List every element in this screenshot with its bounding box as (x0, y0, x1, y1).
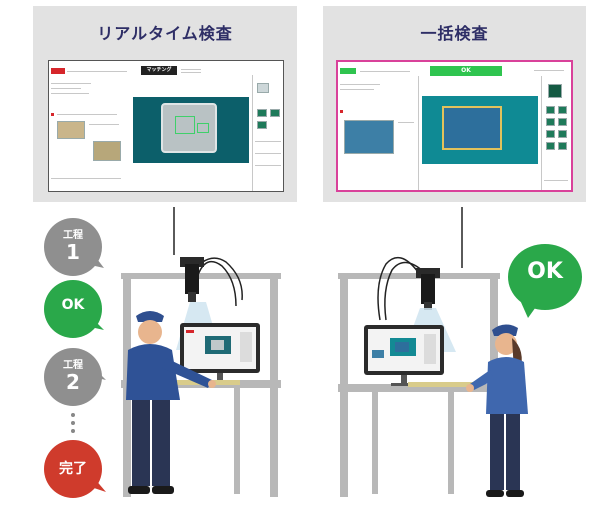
status-line (181, 69, 201, 70)
warning-dot (340, 110, 343, 113)
thumbnail[interactable] (546, 130, 555, 138)
reference-image (57, 121, 85, 139)
realtime-inspection-screen: マッチング (48, 60, 284, 192)
batch-inspection-screen: OK (336, 60, 573, 192)
left-work-tray (140, 380, 240, 385)
thumbnail[interactable] (558, 106, 567, 114)
left-monitor (180, 323, 260, 384)
list-line (255, 165, 281, 166)
ok-bubble: OK (44, 280, 102, 338)
right-monitor (364, 325, 444, 386)
ok-result-bar: OK (430, 66, 502, 76)
step-number: 2 (66, 370, 80, 394)
info-line (51, 83, 91, 84)
left-worker (126, 311, 216, 494)
reference-image (93, 141, 121, 161)
thumbnail[interactable] (546, 106, 555, 114)
message-line (57, 114, 117, 115)
right-camera-icon (416, 268, 440, 310)
inspected-pcb (442, 106, 502, 150)
thumbnail[interactable] (546, 118, 555, 126)
ellipsis-dot (71, 413, 75, 417)
list-line (255, 141, 281, 142)
match-marker (197, 123, 209, 133)
left-camera-icon (180, 257, 204, 302)
footer-line (51, 178, 121, 179)
match-marker (175, 116, 195, 134)
step-2-bubble: 工程 2 (44, 348, 102, 406)
thumbnail[interactable] (558, 130, 567, 138)
right-camera-cables (377, 207, 463, 321)
left-camera-cables (173, 207, 243, 307)
divider (418, 76, 419, 190)
done-label: 完了 (59, 461, 87, 477)
info-line (51, 88, 81, 89)
side-divider (541, 76, 542, 190)
right-worker (466, 324, 528, 497)
header-line (360, 71, 410, 72)
panel-title-batch: 一括検査 (420, 24, 489, 43)
header-line (67, 71, 127, 72)
thumbnail[interactable] (257, 109, 267, 117)
side-divider (252, 75, 253, 191)
ellipsis-dot (71, 421, 75, 425)
thumbnail[interactable] (270, 109, 280, 117)
logo-tag (51, 68, 65, 74)
list-line (255, 153, 281, 154)
thumbnail[interactable] (546, 142, 555, 150)
thumbnail[interactable] (558, 118, 567, 126)
step-1-bubble: 工程 1 (44, 218, 102, 276)
matching-button[interactable]: マッチング (141, 66, 177, 75)
list-line (544, 180, 568, 181)
caption-line (398, 122, 414, 123)
status-line (534, 70, 564, 71)
mode-tag (340, 68, 356, 74)
ellipsis-dot (71, 429, 75, 433)
caption-line (89, 124, 119, 125)
step-label: 工程 (63, 230, 83, 241)
right-work-tray (408, 382, 476, 387)
step-number: 1 (66, 240, 80, 264)
done-bubble: 完了 (44, 440, 102, 498)
thumbnail[interactable] (548, 84, 562, 98)
info-line (340, 84, 380, 85)
ok-label: OK (61, 297, 85, 313)
warning-dot (51, 113, 54, 116)
reference-pcb-image (344, 120, 394, 154)
inspected-board (161, 103, 217, 153)
panel-title-realtime: リアルタイム検査 (97, 24, 233, 43)
info-line (340, 89, 374, 90)
status-line (181, 72, 201, 73)
step-label: 工程 (63, 360, 83, 371)
info-line (51, 93, 89, 94)
thumbnail[interactable] (257, 121, 267, 129)
thumbnail[interactable] (558, 142, 567, 150)
result-ok-label: OK (527, 259, 563, 284)
result-ok-bubble: OK (508, 244, 582, 310)
thumbnail[interactable] (257, 83, 269, 93)
